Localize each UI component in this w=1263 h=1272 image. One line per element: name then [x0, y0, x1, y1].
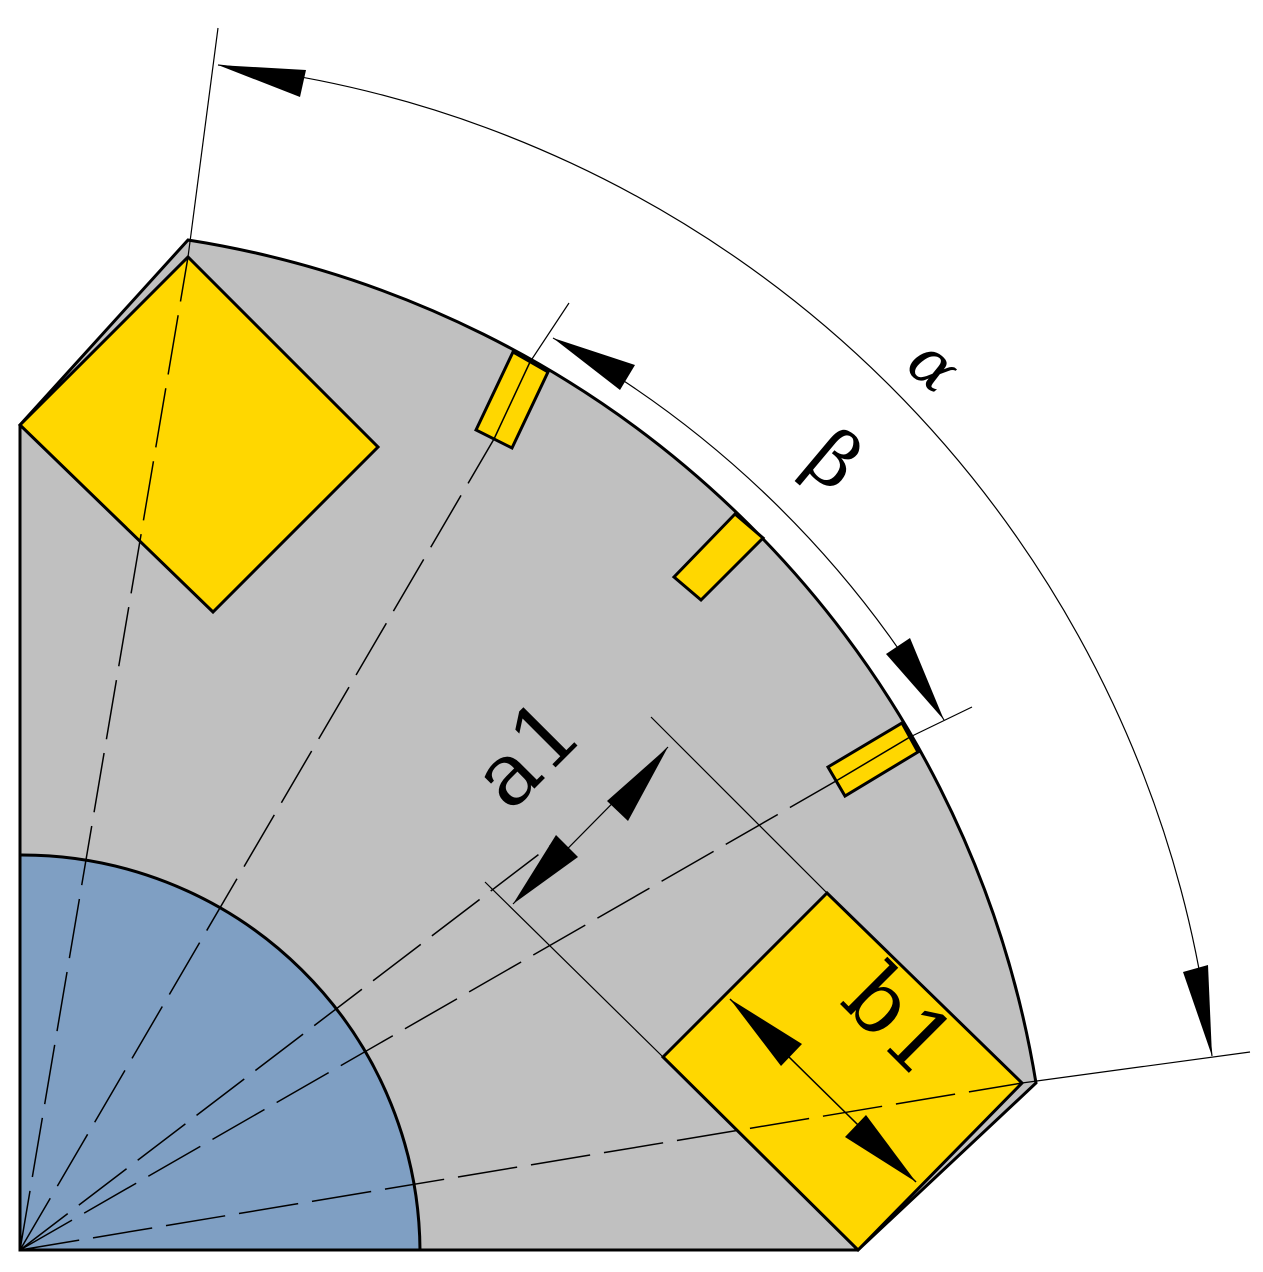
extension-lines	[187, 27, 1251, 1084]
beta-arrow-end	[886, 638, 944, 720]
beta-arrow-start	[553, 338, 635, 390]
b1-arrow-top	[730, 999, 802, 1066]
upper-large-block	[17, 254, 381, 615]
a1-arrow-top	[607, 747, 668, 821]
alpha-arrow-end	[1183, 965, 1212, 1056]
slot-block-3-inner-line	[835, 736, 911, 782]
inner-disk	[20, 853, 422, 1250]
alpha-label: α	[893, 324, 974, 408]
slot-block-1-inner-line	[493, 361, 531, 440]
a1-arrow-bottom	[513, 835, 578, 904]
b1-arrow-bottom	[845, 1115, 916, 1182]
alpha-arrow-start	[218, 65, 306, 97]
alpha-dimension-arc	[217, 64, 1213, 1057]
beta-label: β	[790, 411, 881, 507]
slot-block-2	[671, 511, 766, 603]
radial-dashed-lines	[19, 256, 1023, 1251]
